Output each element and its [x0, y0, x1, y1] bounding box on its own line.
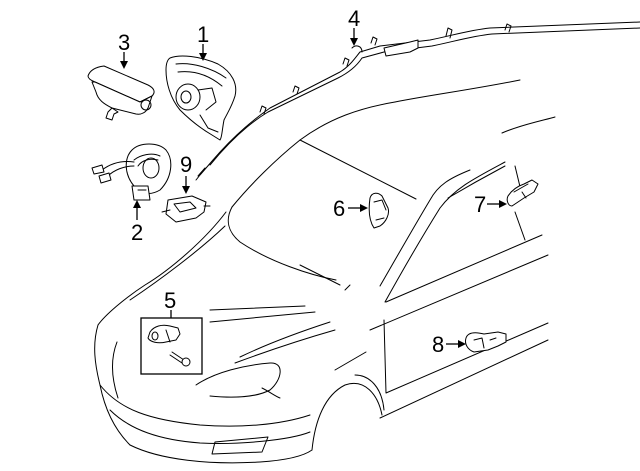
side-impact-sensor: [368, 192, 389, 229]
clock-spring: [91, 143, 172, 201]
arrow-head-icon: [182, 186, 190, 194]
callout-label-3: 3: [118, 30, 130, 55]
callout-label-8: 8: [432, 332, 444, 357]
callout-3[interactable]: 3: [118, 30, 130, 69]
passenger-airbag-module: [87, 65, 155, 121]
arrow-head-icon: [199, 53, 207, 61]
arrow-head-icon: [499, 200, 507, 208]
curtain-airbag: [195, 21, 640, 181]
arrow-head-icon: [133, 200, 141, 208]
callout-label-7: 7: [474, 192, 486, 217]
callout-label-6: 6: [333, 196, 345, 221]
callout-label-1: 1: [197, 22, 209, 47]
front-sensor-box: [140, 310, 203, 375]
callout-5[interactable]: 5: [164, 288, 176, 313]
arrow-head-icon: [120, 61, 128, 69]
car-body-outline: [94, 79, 556, 464]
callout-label-4: 4: [348, 6, 360, 31]
callout-4[interactable]: 4: [348, 6, 360, 46]
callout-label-5: 5: [164, 288, 176, 313]
callout-6[interactable]: 6: [333, 196, 368, 221]
driver-airbag-module: [165, 55, 237, 141]
callout-1[interactable]: 1: [197, 22, 209, 61]
callout-label-9: 9: [180, 152, 192, 177]
pillar-impact-sensor: [506, 179, 539, 207]
callout-9[interactable]: 9: [180, 152, 192, 194]
airbag-control-module: [161, 195, 211, 223]
arrow-head-icon: [360, 204, 368, 212]
arrow-head-icon: [458, 340, 466, 348]
callout-2[interactable]: 2: [131, 200, 143, 245]
callout-7[interactable]: 7: [474, 192, 507, 217]
arrow-head-icon: [350, 38, 358, 46]
callout-label-2: 2: [131, 220, 143, 245]
door-impact-sensor: [465, 331, 507, 353]
callout-8[interactable]: 8: [432, 332, 466, 357]
